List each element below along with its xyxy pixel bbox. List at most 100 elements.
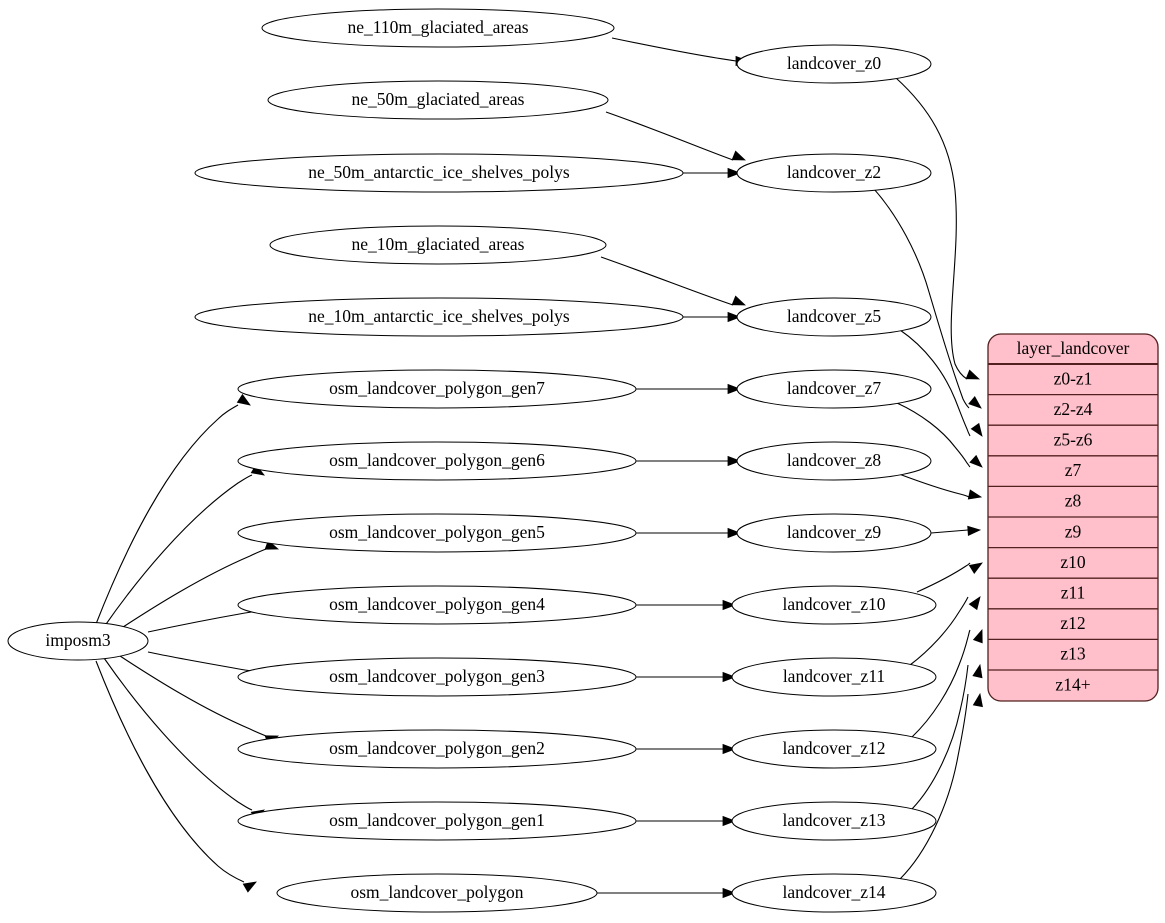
natural-earth-source-ellipse: [194, 153, 684, 193]
node-label: osm_landcover_polygon_gen7: [329, 378, 545, 398]
edge-arrowhead: [727, 383, 742, 395]
table-row[interactable]: z12: [988, 608, 1158, 633]
table-row[interactable]: z5-z6: [988, 424, 1158, 450]
osm-source-ellipse: [237, 369, 637, 409]
node-label: osm_landcover_polygon_gen1: [329, 810, 545, 830]
importer-ellipse: [7, 621, 149, 661]
edge-arrowhead: [727, 455, 742, 467]
node-landcover_z9[interactable]: landcover_z9: [736, 513, 932, 553]
node-label: ne_110m_glaciated_areas: [347, 17, 528, 37]
node-label: osm_landcover_polygon_gen6: [329, 450, 545, 470]
landcover-view-ellipse: [731, 729, 937, 769]
node-landcover_z10[interactable]: landcover_z10: [731, 585, 937, 625]
node-label: ne_10m_antarctic_ice_shelves_polys: [308, 306, 570, 326]
table-row[interactable]: z8: [988, 485, 1158, 511]
edge-osm_landcover_polygon_gen5-to-landcover_z9: [636, 527, 742, 539]
edge-arrowhead: [967, 525, 982, 537]
node-landcover_z13[interactable]: landcover_z13: [731, 801, 937, 841]
edge-line: [911, 664, 969, 810]
node-landcover_z14[interactable]: landcover_z14: [731, 873, 937, 913]
edge-arrowhead: [727, 167, 742, 179]
edge-ne_50m_glaciated_areas-to-landcover_z2: [605, 111, 747, 161]
table-row[interactable]: z13: [988, 638, 1158, 664]
edge-arrowhead: [972, 663, 983, 679]
node-osm_landcover_polygon_gen3[interactable]: osm_landcover_polygon_gen3: [237, 657, 637, 697]
node-osm_landcover_polygon_gen7[interactable]: osm_landcover_polygon_gen7: [237, 369, 637, 409]
table-row[interactable]: z0-z1: [1054, 368, 1093, 388]
node-ne_10m_glaciated_areas[interactable]: ne_10m_glaciated_areas: [269, 225, 607, 265]
landcover-view-ellipse: [736, 297, 932, 337]
node-landcover_z0[interactable]: landcover_z0: [736, 44, 932, 84]
edge-line: [916, 562, 971, 593]
table-row[interactable]: z9: [988, 516, 1158, 541]
edge-ne_50m_antarctic_ice_shelves_polys-to-landcover_z2: [683, 167, 742, 179]
landcover-view-ellipse: [731, 657, 937, 697]
node-ne_110m_glaciated_areas[interactable]: ne_110m_glaciated_areas: [261, 8, 615, 48]
osm-source-ellipse: [237, 657, 637, 697]
layer-landcover-table: layer_landcoverz0-z1z2-z4z5-z6z7z8z9z10z…: [987, 333, 1159, 702]
edge-line: [605, 111, 734, 161]
edge-arrowhead: [731, 295, 747, 306]
node-label: landcover_z9: [787, 522, 882, 542]
edge-line: [600, 256, 734, 306]
edge-line: [909, 596, 969, 666]
node-osm_landcover_polygon_gen4[interactable]: osm_landcover_polygon_gen4: [237, 585, 637, 625]
edge-landcover_z10-to-layer_landcover_z10: [916, 562, 983, 593]
edge-line: [911, 629, 971, 738]
table-row-label: z8: [1065, 491, 1082, 511]
table-row-label: z2-z4: [1054, 399, 1093, 419]
node-osm_landcover_polygon_gen6[interactable]: osm_landcover_polygon_gen6: [237, 441, 637, 481]
node-osm_landcover_polygon[interactable]: osm_landcover_polygon: [276, 873, 598, 913]
edge-line: [899, 329, 971, 437]
node-landcover_z2[interactable]: landcover_z2: [736, 153, 932, 193]
node-osm_landcover_polygon_gen2[interactable]: osm_landcover_polygon_gen2: [237, 729, 637, 769]
edge-line: [930, 529, 969, 534]
node-osm_landcover_polygon_gen5[interactable]: osm_landcover_polygon_gen5: [237, 513, 637, 553]
table-row-label: z13: [1060, 644, 1086, 664]
node-label: imposm3: [45, 630, 110, 650]
table-row-label: z0-z1: [1054, 368, 1093, 388]
landcover-view-ellipse: [736, 44, 932, 84]
node-label: landcover_z8: [787, 450, 882, 470]
edge-line: [147, 651, 266, 674]
node-landcover_z5[interactable]: landcover_z5: [736, 297, 932, 337]
edge-landcover_z8-to-layer_landcover_z8: [898, 473, 983, 500]
node-label: landcover_z0: [787, 53, 882, 73]
table-row[interactable]: z10: [988, 546, 1158, 572]
node-osm_landcover_polygon_gen1[interactable]: osm_landcover_polygon_gen1: [237, 801, 637, 841]
table-row-label: z9: [1065, 521, 1082, 541]
edge-osm_landcover_polygon_gen6-to-landcover_z8: [636, 455, 742, 467]
edge-osm_landcover_polygon_gen1-to-landcover_z13: [636, 815, 737, 827]
edge-arrowhead: [727, 527, 742, 539]
edge-ne_10m_glaciated_areas-to-landcover_z5: [600, 256, 747, 306]
table-row[interactable]: z7: [988, 455, 1158, 480]
node-ne_50m_antarctic_ice_shelves_polys[interactable]: ne_50m_antarctic_ice_shelves_polys: [194, 153, 684, 193]
node-landcover_z12[interactable]: landcover_z12: [731, 729, 937, 769]
edge-arrowhead: [968, 396, 982, 409]
natural-earth-source-ellipse: [269, 225, 607, 265]
node-landcover_z8[interactable]: landcover_z8: [736, 441, 932, 481]
edge-line: [896, 402, 971, 468]
edge-line: [899, 693, 969, 880]
node-ne_10m_antarctic_ice_shelves_polys[interactable]: ne_10m_antarctic_ice_shelves_polys: [194, 297, 684, 337]
edge-landcover_z13-to-layer_landcover_z13: [911, 663, 983, 810]
edge-imposm3-to-osm_landcover_polygon_gen7: [95, 393, 251, 625]
table-row[interactable]: z14+: [988, 669, 1158, 694]
node-label: ne_50m_antarctic_ice_shelves_polys: [308, 162, 570, 182]
node-label: ne_50m_glaciated_areas: [352, 89, 525, 109]
table-row-label: z14+: [1055, 674, 1090, 694]
edge-arrowhead: [731, 150, 747, 161]
node-label: osm_landcover_polygon_gen2: [329, 738, 545, 758]
edge-arrowhead: [972, 692, 983, 708]
edge-landcover_z0-to-layer_landcover_z0-z1: [895, 77, 981, 380]
edge-line: [95, 660, 245, 883]
edge-osm_landcover_polygon_gen4-to-landcover_z10: [636, 599, 737, 611]
node-ne_50m_glaciated_areas[interactable]: ne_50m_glaciated_areas: [267, 80, 609, 120]
node-label: ne_10m_glaciated_areas: [352, 234, 525, 254]
table-row[interactable]: z11: [988, 577, 1158, 603]
node-imposm3[interactable]: imposm3: [7, 621, 149, 661]
table-row-label: z11: [1061, 583, 1086, 603]
node-landcover_z11[interactable]: landcover_z11: [731, 657, 937, 697]
node-landcover_z7[interactable]: landcover_z7: [736, 369, 932, 409]
table-row[interactable]: z2-z4: [988, 393, 1158, 419]
